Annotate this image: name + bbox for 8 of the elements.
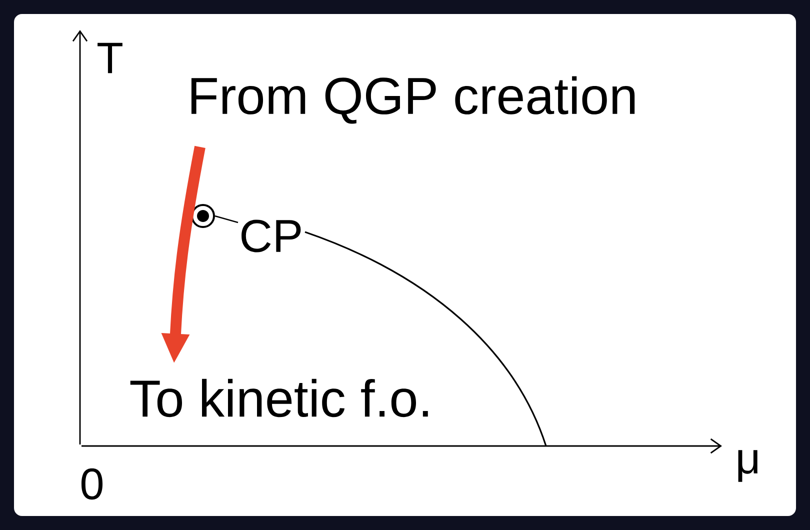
text-label: CP	[242, 220, 301, 252]
axis-label: 0	[82, 468, 102, 500]
text-label: To kinetic f.o.	[130, 378, 428, 418]
axis-label: T	[98, 42, 122, 74]
axis-label: μ	[738, 450, 758, 482]
leader-line	[214, 215, 238, 224]
text-label: From QGP creation	[191, 76, 635, 124]
critical-point-marker	[191, 204, 215, 228]
